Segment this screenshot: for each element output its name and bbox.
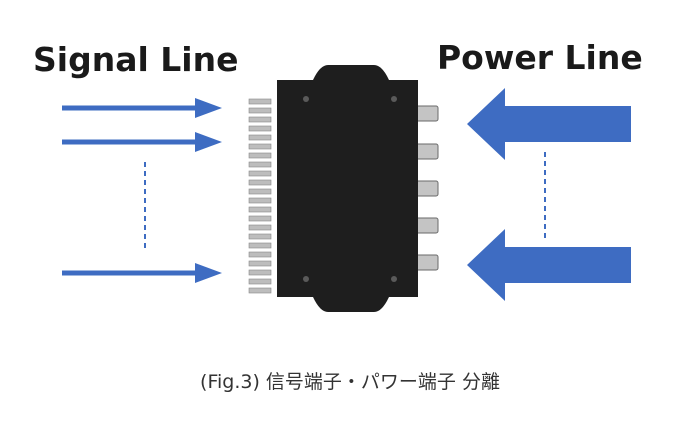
- signal-arrow: [62, 263, 222, 283]
- power-arrows: [467, 88, 631, 301]
- signal-line-label: Signal Line: [33, 40, 239, 79]
- chip-mounting-holes: [303, 96, 397, 282]
- figure-caption: (Fig.3) 信号端子・パワー端子 分離: [200, 371, 500, 393]
- signal-arrow: [62, 132, 222, 152]
- power-line-label: Power Line: [437, 38, 643, 77]
- power-arrow: [467, 229, 631, 301]
- power-arrow: [467, 88, 631, 160]
- chip-body: [277, 65, 418, 312]
- signal-arrow: [62, 98, 222, 118]
- signal-arrows: [62, 98, 222, 283]
- signal-pins: [248, 98, 272, 294]
